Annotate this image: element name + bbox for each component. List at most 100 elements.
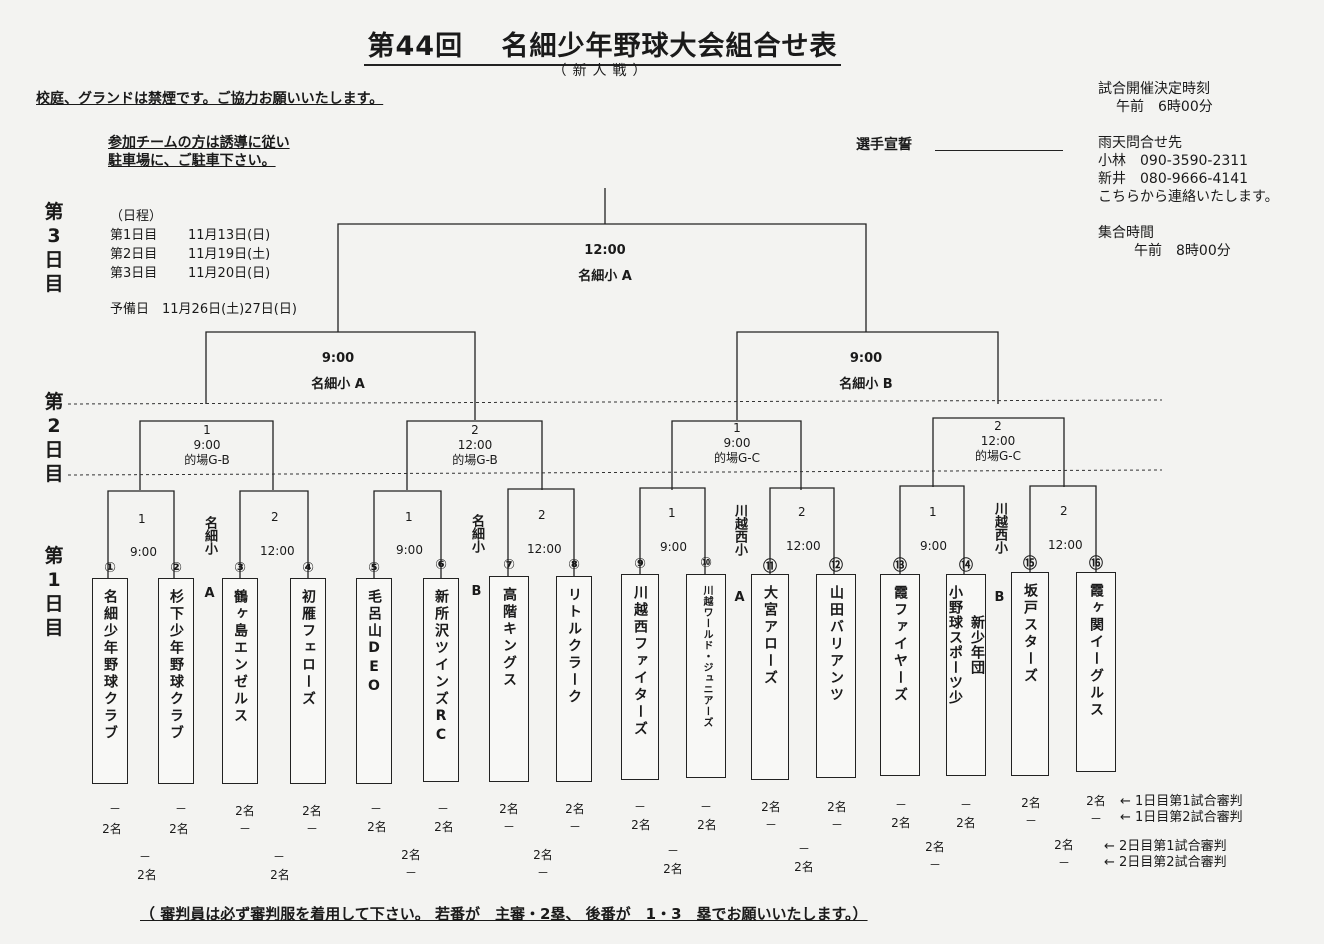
day1-game-no: 2 [538, 508, 546, 522]
umpire-count: 2名 [827, 800, 847, 814]
umpire-dash: － [959, 798, 972, 812]
court-label: 川越西小 [732, 504, 747, 556]
umpire-dash: － [404, 866, 417, 880]
team-box: 毛呂山DEO [356, 578, 392, 784]
team-box: 初雁フェローズ [290, 578, 326, 784]
team-number: ⑥ [435, 557, 447, 573]
umpire-count: 2名 [925, 840, 945, 854]
team-number: ⑧ [568, 557, 580, 573]
team-number: ⑯ [1089, 556, 1103, 572]
day1-game-no: 1 [138, 512, 146, 526]
umpire-dash: － [894, 798, 907, 812]
day1-game-time: 9:00 [660, 540, 687, 554]
team-number: ⑭ [959, 558, 973, 574]
umpire-count: 2名 [956, 816, 976, 830]
team-box: 新所沢ツインズRC [423, 578, 459, 782]
schedule-heading: （日程） [110, 209, 163, 224]
umpire-dash: － [436, 802, 449, 816]
umpire-dash: － [108, 802, 121, 816]
umpire-dash: － [568, 820, 581, 834]
court-label: 名細小 [469, 514, 484, 553]
day1-game-time: 12:00 [786, 539, 821, 553]
umpire-dash: － [928, 858, 941, 872]
day1-game-time: 12:00 [527, 542, 562, 556]
umpire-dash: － [830, 818, 843, 832]
court-label: 名細小 [202, 516, 217, 555]
day1-game-no: 1 [668, 506, 676, 520]
umpire-dash: － [174, 802, 187, 816]
umpire-count: 2名 [401, 848, 421, 862]
umpire-dash: － [699, 800, 712, 814]
day1-game-no: 2 [1060, 504, 1068, 518]
umpire-dash: － [138, 850, 151, 864]
umpire-count: 2名 [434, 820, 454, 834]
umpire-count: 2名 [631, 818, 651, 832]
pledge-label: 選手宣誓 [856, 137, 912, 153]
umpire-dash: － [1024, 814, 1037, 828]
team-box: 高階キングス [489, 576, 529, 782]
umpire-dash: － [764, 818, 777, 832]
parking-notice: 参加チームの方は誘導に従い 駐車場に、ご駐車下さい。 [108, 135, 290, 169]
pledge-line [935, 150, 1063, 151]
umpire-count: 2名 [302, 804, 322, 818]
team-number: ⑩ [700, 555, 712, 571]
decision-time-block: 試合開催決定時刻 午前 6時00分 [1098, 81, 1213, 115]
team-box: 大宮アローズ [751, 574, 789, 780]
team-box: 川越ワールド・ジュニアーズ [686, 574, 726, 778]
day1-game-no: 1 [405, 510, 413, 524]
day1-game-time: 9:00 [396, 543, 423, 557]
page-title: 第44回 名細少年野球大会組合せ表 [0, 24, 1205, 66]
team-number: ⑨ [634, 556, 646, 572]
court-label: A [202, 586, 217, 601]
umpire-count: 2名 [270, 868, 290, 882]
team-box: 鶴ヶ島エンゼルス [222, 578, 258, 784]
umpire-count: 2名 [102, 822, 122, 836]
umpire-count: 2名 [565, 802, 585, 816]
day1-game-time: 12:00 [1048, 538, 1083, 552]
team-number: ① [104, 560, 116, 576]
umpire-dash: － [666, 844, 679, 858]
umpire-count: 2名 [891, 816, 911, 830]
umpire-count: 2名 [663, 862, 683, 876]
footer-note: （ 審判員は必ず審判服を着用して下さい。 若番が 主審・2塁、 後番が 1・3 … [140, 905, 868, 923]
court-label: B [992, 590, 1007, 605]
umpire-count: 2名 [235, 804, 255, 818]
umpire-dash: － [502, 820, 515, 834]
court-label: B [469, 584, 484, 599]
team-box: 坂戸スターズ [1011, 572, 1049, 776]
court-label: 川越西小 [992, 502, 1007, 554]
page-subtitle: （新人戦） [552, 63, 653, 79]
umpire-count: 2名 [1086, 794, 1106, 808]
team-box: 名細少年野球クラブ [92, 578, 128, 784]
umpire-dash: － [305, 822, 318, 836]
no-smoking-notice: 校庭、グランドは禁煙です。ご協力お願いいたします。 [36, 91, 384, 107]
team-box: 小野球スポーツ少新少年団 [946, 574, 986, 776]
day1-game-time: 9:00 [130, 545, 157, 559]
umpire-count: 2名 [1054, 838, 1074, 852]
umpire-dash: － [272, 850, 285, 864]
team-number: ④ [302, 560, 314, 576]
team-number: ⑬ [893, 558, 907, 574]
umpire-count: 2名 [367, 820, 387, 834]
umpire-legend-3: ← 2日目第1試合審判 [1104, 839, 1227, 854]
umpire-dash: － [1089, 812, 1102, 826]
umpire-count: 2名 [1021, 796, 1041, 810]
team-box: 霞ヶ関イーグルス [1076, 572, 1116, 772]
umpire-count: 2名 [794, 860, 814, 874]
court-label: A [732, 590, 747, 605]
umpire-legend-4: ← 2日目第2試合審判 [1104, 855, 1227, 870]
team-box: 山田バリアンツ [816, 574, 856, 778]
team-box: 川越西ファイターズ [621, 574, 659, 780]
umpire-dash: － [536, 866, 549, 880]
